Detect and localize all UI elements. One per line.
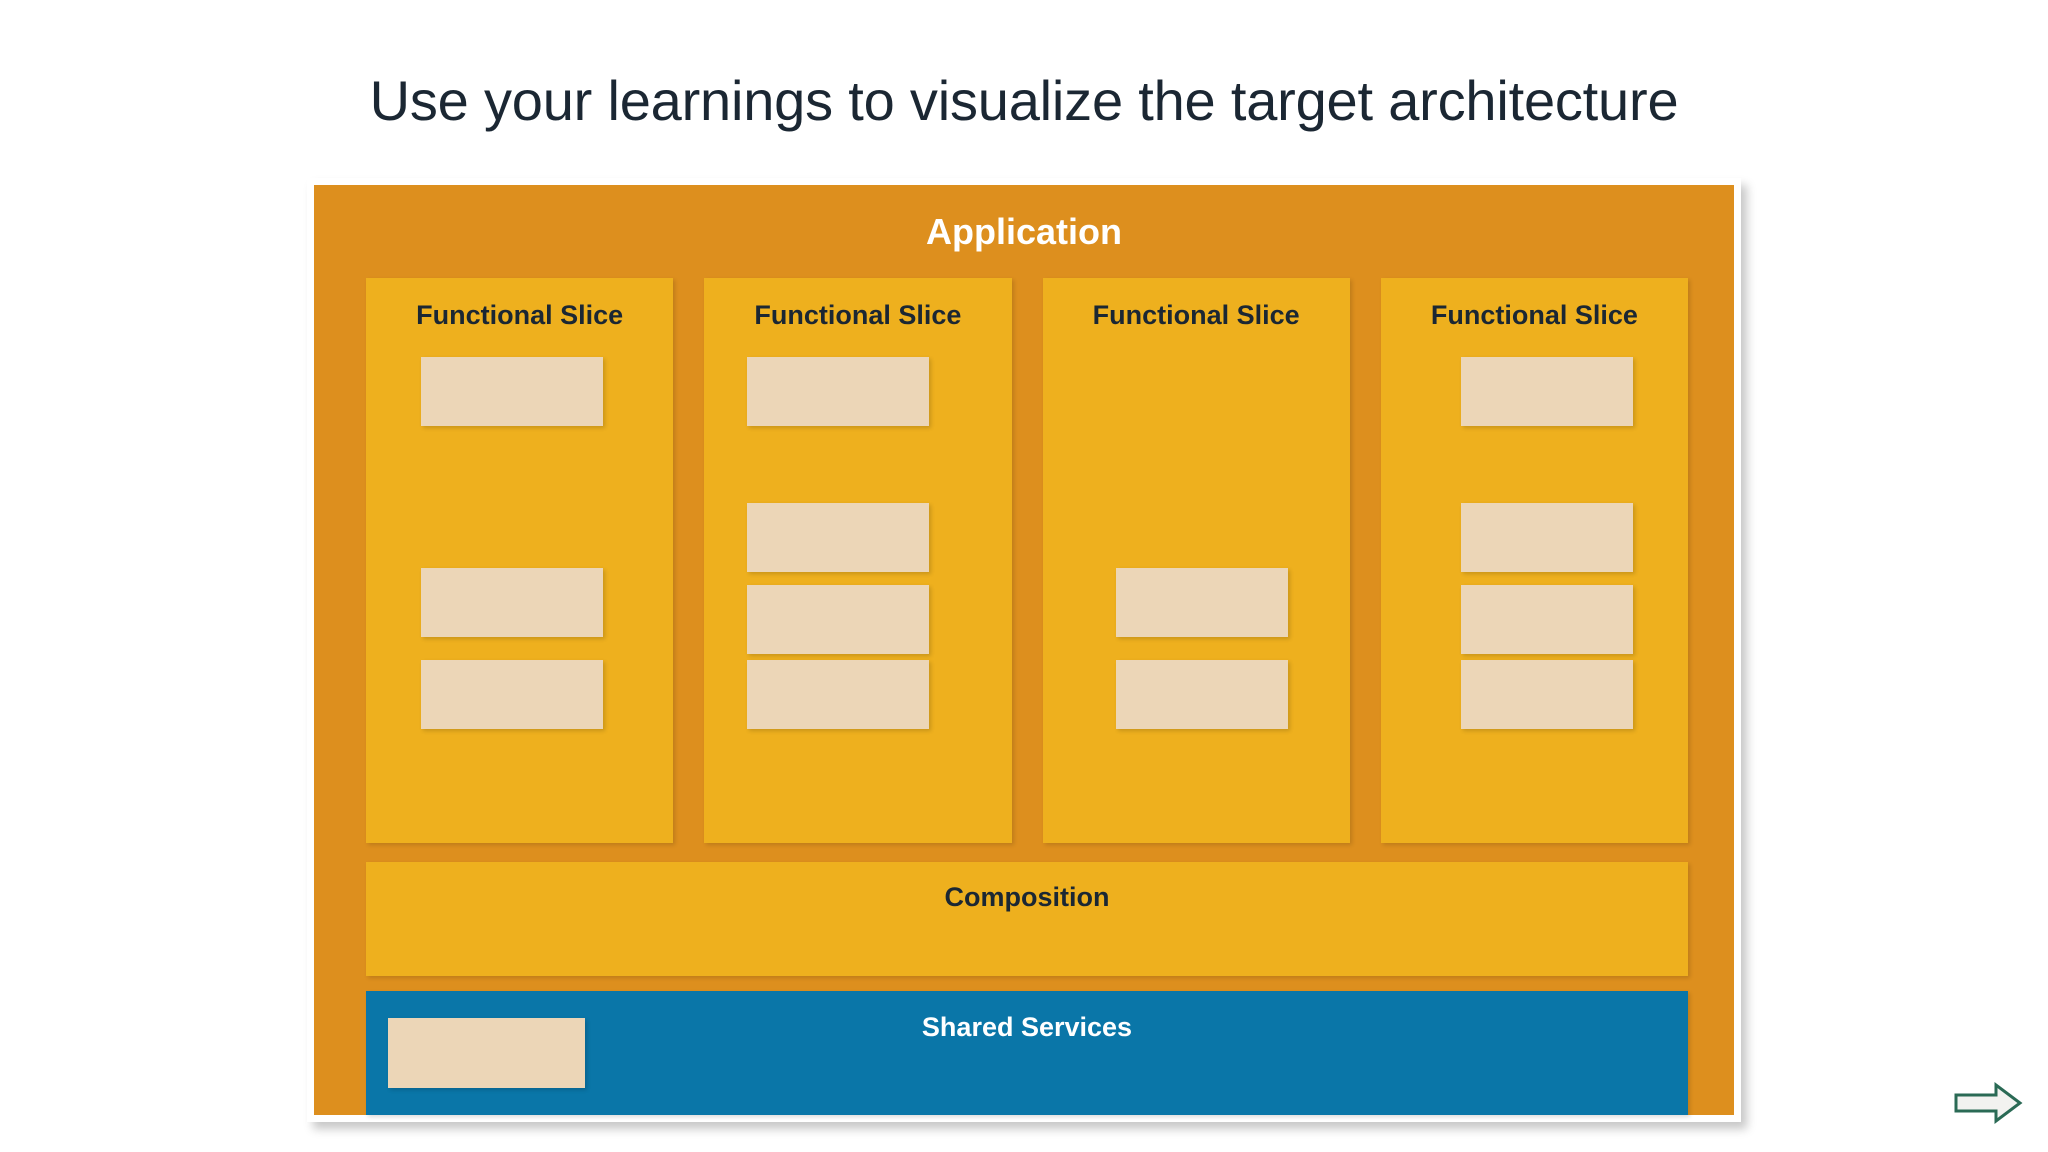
unit-box[interactable] [747, 357, 929, 426]
unit-box[interactable] [747, 585, 929, 654]
functional-slices-row: Functional Slice Functional Slice Function… [366, 278, 1688, 843]
functional-slice-units [704, 278, 1011, 843]
functional-slice-units [1381, 278, 1688, 843]
functional-slice[interactable]: Functional Slice [366, 278, 674, 843]
functional-slice[interactable]: Functional Slice [1042, 278, 1350, 843]
unit-box[interactable] [1116, 568, 1289, 637]
shared-services-label: Shared Services [921, 1012, 1133, 1042]
page-title: Use your learnings to visualize the targ… [369, 69, 1679, 132]
composition-label: Composition [944, 882, 1110, 912]
functional-slice-label: Functional Slice [1092, 300, 1300, 330]
unit-box[interactable] [1460, 357, 1633, 426]
functional-slice-units [366, 278, 673, 843]
shared-service-unit-box[interactable] [388, 1018, 585, 1088]
unit-box[interactable] [1116, 660, 1289, 729]
arrow-right-icon[interactable] [1952, 1080, 2024, 1126]
functional-slice[interactable]: Functional Slice [704, 278, 1012, 843]
unit-box[interactable] [1460, 503, 1633, 572]
application-label: Application [926, 211, 1122, 252]
functional-slice-units [1043, 278, 1350, 843]
functional-slice[interactable]: Functional Slice [1380, 278, 1688, 843]
functional-slice-label: Functional Slice [754, 300, 962, 330]
unit-box[interactable] [1460, 660, 1633, 729]
unit-box[interactable] [747, 503, 929, 572]
unit-box[interactable] [1460, 585, 1633, 654]
unit-box[interactable] [747, 660, 929, 729]
unit-box[interactable] [421, 568, 603, 637]
functional-slice-label: Functional Slice [1430, 300, 1638, 330]
functional-slice-label: Functional Slice [416, 300, 624, 330]
composition-layer[interactable]: Composition [366, 862, 1688, 976]
shared-services-layer[interactable]: Shared Services [366, 991, 1688, 1115]
unit-box[interactable] [421, 660, 603, 729]
unit-box[interactable] [421, 357, 603, 426]
